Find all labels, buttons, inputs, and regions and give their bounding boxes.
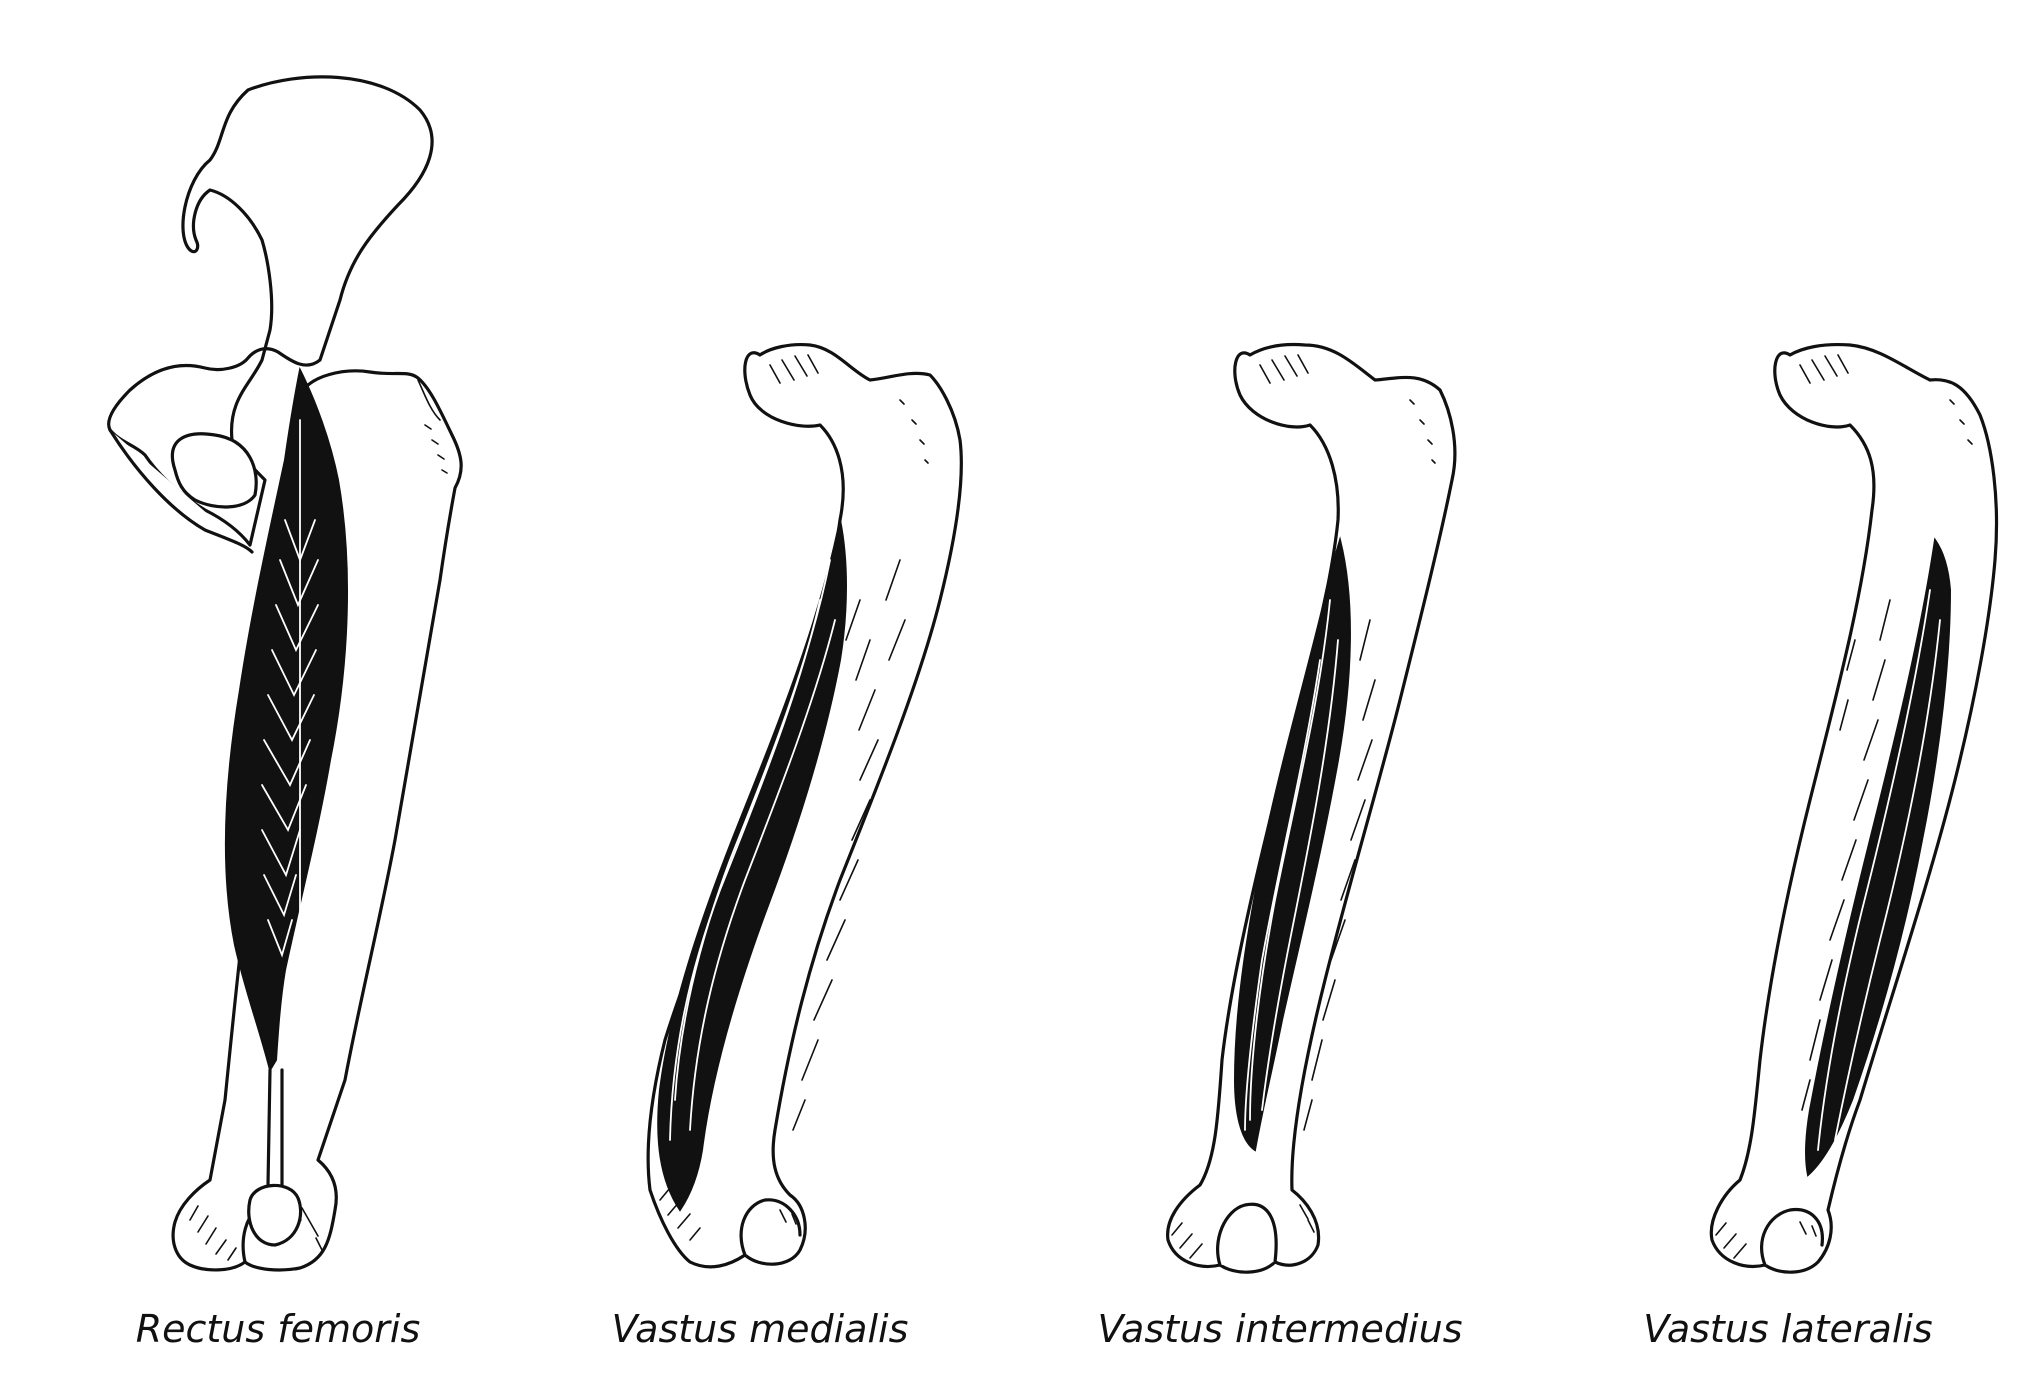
vastus-intermedius-fibers <box>1244 599 1339 1131</box>
rectus-femoris-drawing <box>107 75 463 1272</box>
caption-vastus-intermedius: Vastus intermedius <box>1097 1307 1463 1351</box>
vastus-lateralis-drawing <box>1709 342 1999 1274</box>
vastus-medialis-muscle <box>657 519 847 1212</box>
rectus-femoris-fibers <box>261 419 319 1001</box>
vastus-medialis-fibers <box>669 559 836 1141</box>
vastus-intermedius-drawing <box>1166 342 1457 1274</box>
caption-rectus-femoris: Rectus femoris <box>135 1307 421 1351</box>
vastus-intermedius-hatch <box>1245 619 1376 1131</box>
patella <box>247 1183 303 1247</box>
vastus-intermedius-muscle <box>1233 536 1351 1152</box>
femur-bone-4 <box>1709 342 1999 1274</box>
vastus-lateralis-muscle <box>1804 537 1952 1177</box>
vastus-lateralis-hatch <box>1801 599 1891 1111</box>
vastus-medialis-drawing <box>646 342 963 1269</box>
vastus-lateralis-fibers <box>1817 589 1941 1151</box>
obturator-foramen <box>170 432 258 509</box>
caption-vastus-lateralis: Vastus lateralis <box>1643 1307 1933 1351</box>
vastus-medialis-hatch <box>792 559 906 1131</box>
caption-vastus-medialis: Vastus medialis <box>611 1307 909 1351</box>
